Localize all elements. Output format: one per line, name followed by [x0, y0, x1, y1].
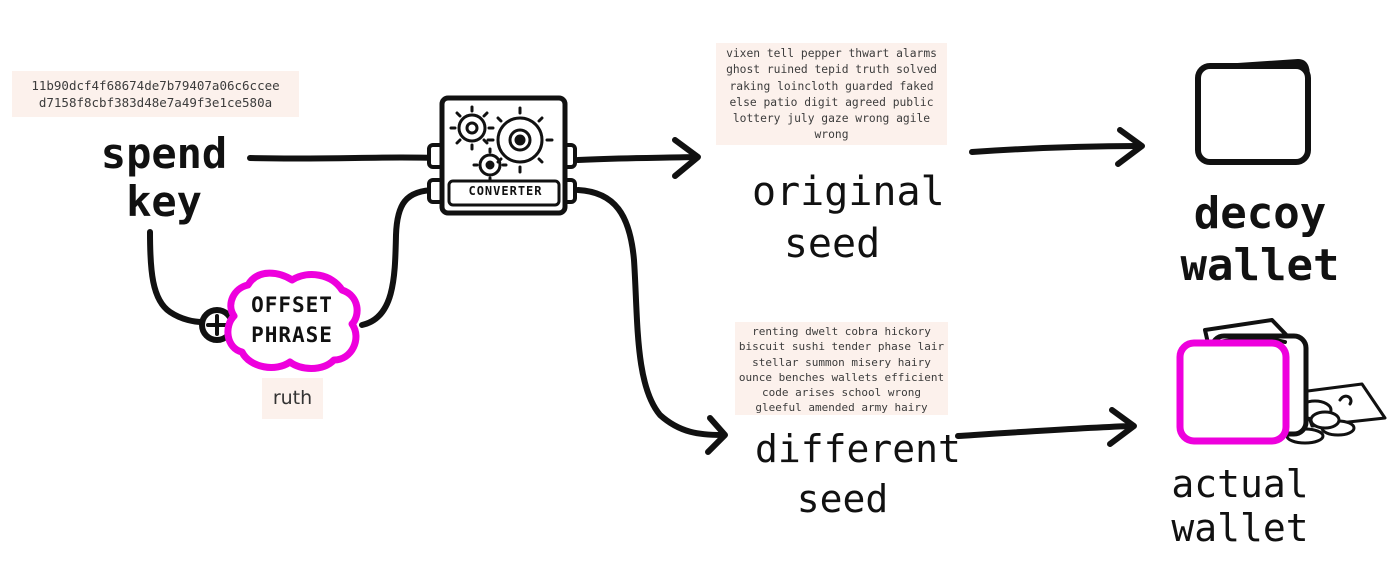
- arrow-icon: [1107, 407, 1137, 447]
- original-seed-label: original seed: [752, 169, 945, 267]
- offset-phrase-blob: [224, 269, 361, 372]
- converter-to-original-connector: [575, 154, 698, 163]
- arrow-icon: [672, 137, 701, 179]
- offset-phrase-value: ruth: [262, 378, 323, 419]
- gear-icon: [472, 147, 508, 183]
- original-seed-words: vixen tell pepper thwart alarms ghost ru…: [716, 43, 947, 145]
- different-seed-label: different seed: [755, 427, 961, 521]
- different-to-actual-connector: [955, 423, 1133, 439]
- decoy-wallet-label: decoy wallet: [1180, 188, 1340, 291]
- original-to-decoy-connector: [969, 143, 1141, 155]
- spend-key-to-offset-connector: [147, 229, 205, 325]
- offset-phrase-label: OFFSET PHRASE: [251, 293, 333, 347]
- spend-key-connector: [247, 154, 439, 162]
- offset-to-converter-connector: [359, 187, 439, 328]
- spend-key-hex: 11b90dcf4f68674de7b79407a06c6ccee d7158f…: [12, 71, 299, 117]
- arrow-icon: [1115, 127, 1145, 167]
- gear-icon: [486, 106, 554, 174]
- spend-key-label: spend key: [100, 129, 228, 226]
- actual-wallet-label: actual wallet: [1171, 462, 1309, 550]
- wallet-icon: [1195, 59, 1311, 165]
- different-seed-words: renting dwelt cobra hickory biscuit sush…: [735, 322, 948, 415]
- wallet-icon: [1176, 318, 1309, 445]
- converter-label: CONVERTER: [468, 184, 543, 198]
- arrow-icon: [705, 415, 728, 455]
- gear-icon: [449, 105, 495, 151]
- converter-to-different-connector: [575, 187, 725, 438]
